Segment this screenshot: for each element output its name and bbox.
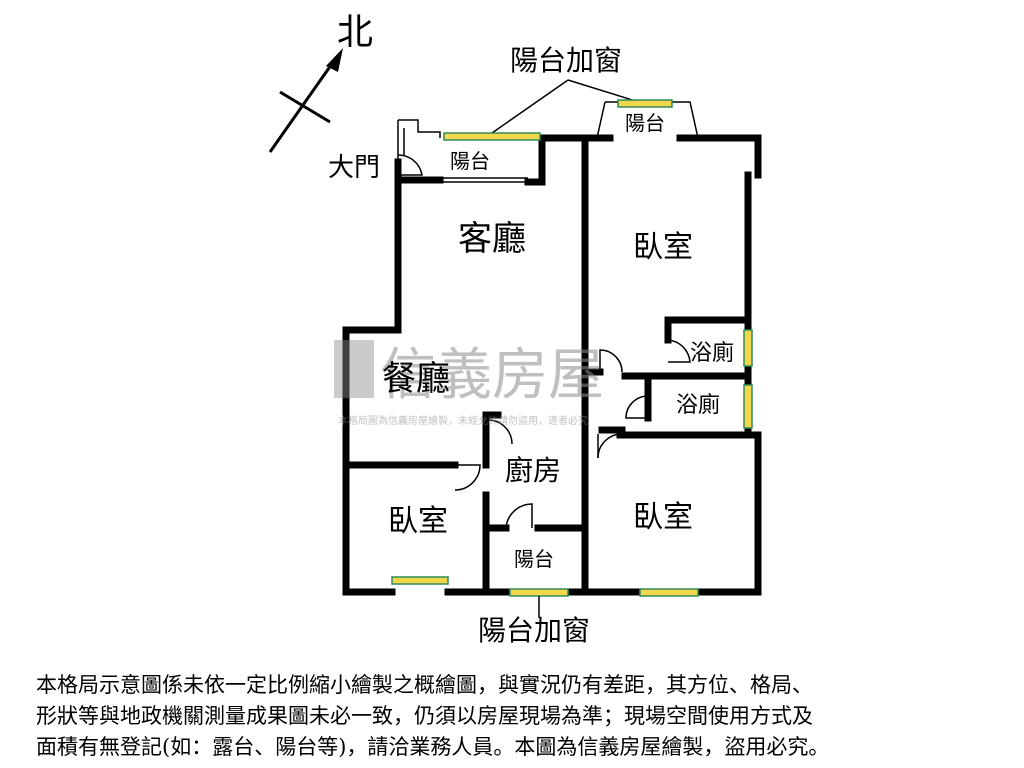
callout-lines-top [491,79,643,134]
bedroom-bottom-left-label: 臥室 [388,504,448,539]
window-bedroom-bottom-left [391,576,449,585]
dining-room-label: 餐廳 [382,359,450,399]
bath-2-label: 浴廁 [676,393,720,418]
door-swings [397,154,691,529]
bedroom-top-right-label: 臥室 [633,230,693,265]
kitchen-label: 廚房 [505,454,561,487]
bath-1-label: 浴廁 [690,341,734,366]
balcony-window-top-label: 陽台加窗 [510,44,622,77]
balcony-bottom-label: 陽台 [514,547,554,571]
balcony-window-bottom-label: 陽台加窗 [478,614,590,647]
thin-lines [397,101,699,183]
watermark-brand: 信義房屋 [380,343,604,408]
disclaimer-line-2: 形狀等與地政機關測量成果圖未必一致，仍須以房屋現場為準；現場空間使用方式及 [36,704,813,728]
compass: 北 [268,12,373,153]
watermark: 信義房屋 本格局圖為信義房屋繪製，未經允許請勿盜用，違者必究 [334,340,604,427]
window-top-right-balcony [617,99,673,108]
main-door-label: 大門 [328,153,380,183]
watermark-notice: 本格局圖為信義房屋繪製，未經允許請勿盜用，違者必究 [338,414,588,427]
window-bath-2 [743,384,753,429]
bedroom-bottom-right-label: 臥室 [633,500,693,535]
window-bottom-balcony [509,588,569,597]
balcony-top-left-label: 陽台 [450,149,490,173]
window-bath-1 [743,329,753,367]
window-bedroom-bottom-right [639,588,699,597]
disclaimer-line-3: 面積有無登記(如：露台、陽台等)，請洽業務人員。本圖為信義房屋繪製，盜用必究。 [36,735,830,759]
disclaimer: 本格局示意圖係未依一定比例縮小繪製之概繪圖，與實況仍有差距，其方位、格局、 形狀… [36,670,996,763]
window-top-balcony [443,132,541,141]
compass-north-label: 北 [337,12,373,53]
balcony-top-right-label: 陽台 [625,111,665,135]
disclaimer-line-1: 本格局示意圖係未依一定比例縮小繪製之概繪圖，與實況仍有差距，其方位、格局、 [36,673,813,697]
living-room-label: 客廳 [458,219,526,259]
